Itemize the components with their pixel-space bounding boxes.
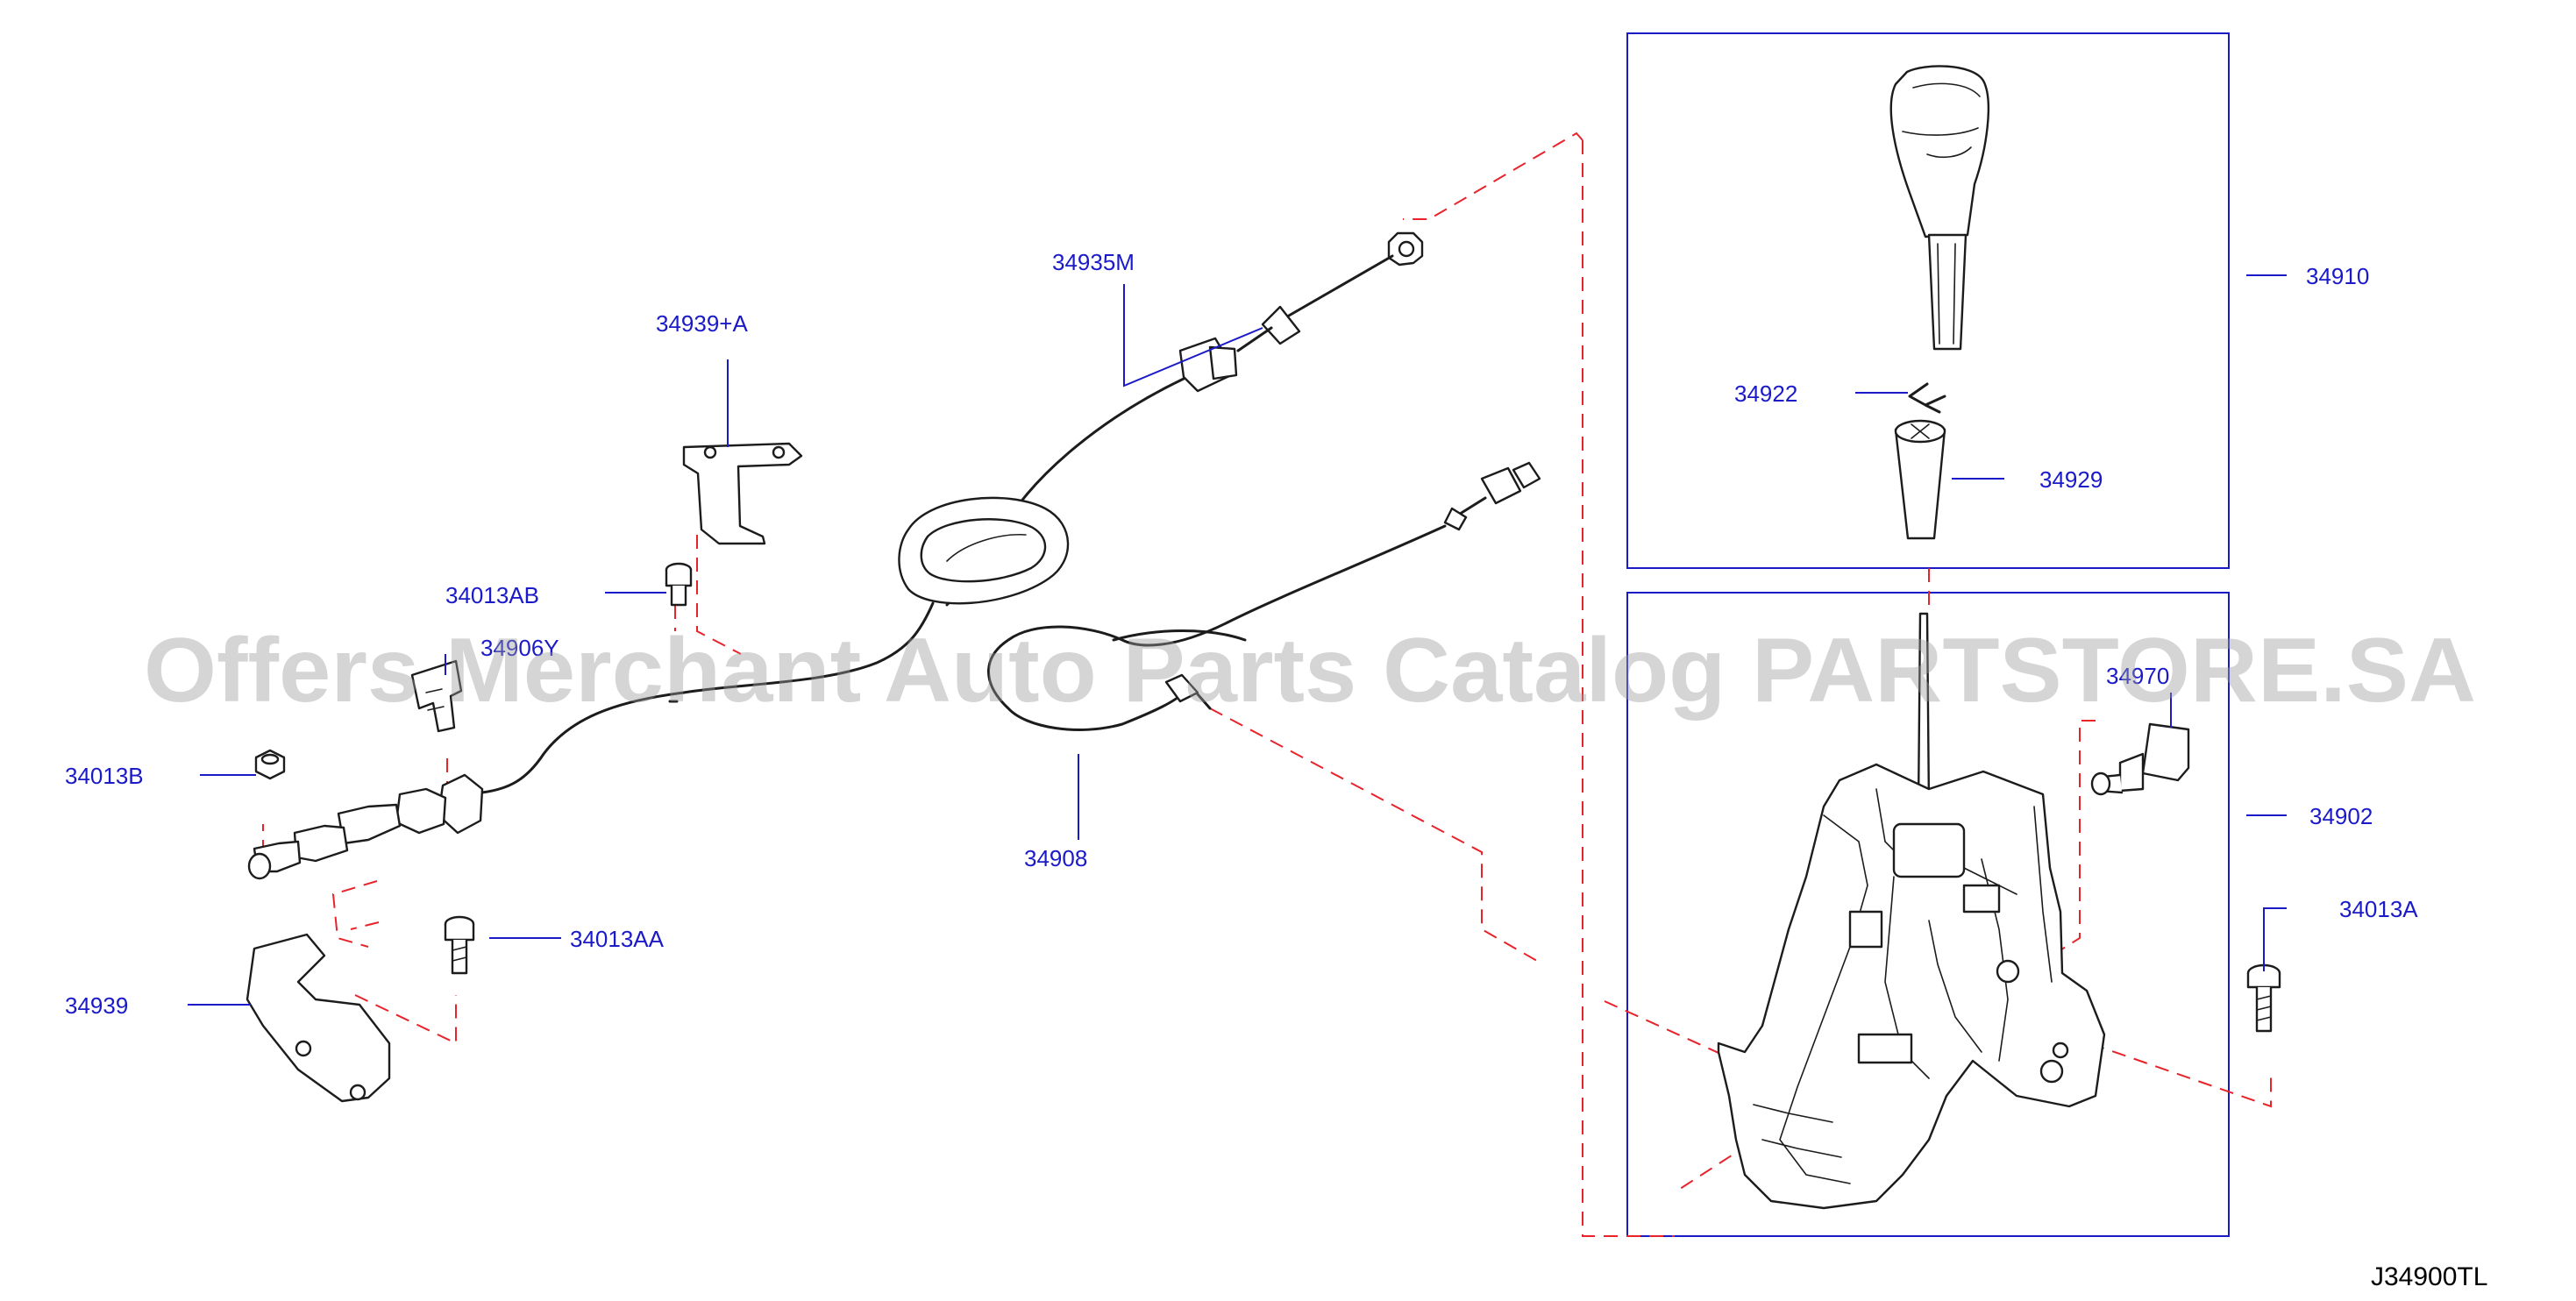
label-34908: 34908 <box>1024 845 1087 871</box>
assembly-guides <box>262 132 2272 1237</box>
switch-34970 <box>2090 722 2190 796</box>
watermark-text: Offers Merchant Auto Parts Catalog PARTS… <box>144 620 2476 722</box>
label-34902: 34902 <box>2309 803 2373 829</box>
label-34922: 34922 <box>1734 380 1797 407</box>
label-34910: 34910 <box>2306 263 2369 289</box>
bushing-34929 <box>1894 419 1946 540</box>
label-34013B: 34013B <box>65 763 144 789</box>
diagram-code: J34900TL <box>2371 1262 2487 1291</box>
bolt-34013AB <box>665 562 693 607</box>
label-34929: 34929 <box>2039 466 2103 493</box>
harness-34908 <box>987 461 1541 731</box>
leader-lines <box>188 274 2287 1006</box>
shifter-body <box>1717 612 2106 1210</box>
label-34906Y: 34906Y <box>480 635 559 661</box>
clip-34922 <box>1908 382 1946 414</box>
label-34939: 34939 <box>65 992 128 1019</box>
bolt-34013AA <box>444 915 475 975</box>
label-34939A: 34939+A <box>656 310 748 337</box>
shift-knob <box>1889 65 1990 351</box>
shift-cable-34935M <box>247 231 1424 880</box>
nut-34013B <box>254 749 286 780</box>
label-34935M: 34935M <box>1052 249 1135 275</box>
bracket-34939A <box>682 442 803 545</box>
clip-34906Y <box>410 659 463 733</box>
label-34013A: 34013A <box>2339 896 2418 922</box>
label-34013AB: 34013AB <box>445 582 539 608</box>
bolt-34013A <box>2246 963 2281 1033</box>
label-34013AA: 34013AA <box>570 926 665 952</box>
label-34970: 34970 <box>2106 663 2169 689</box>
bracket-34939 <box>246 933 391 1103</box>
